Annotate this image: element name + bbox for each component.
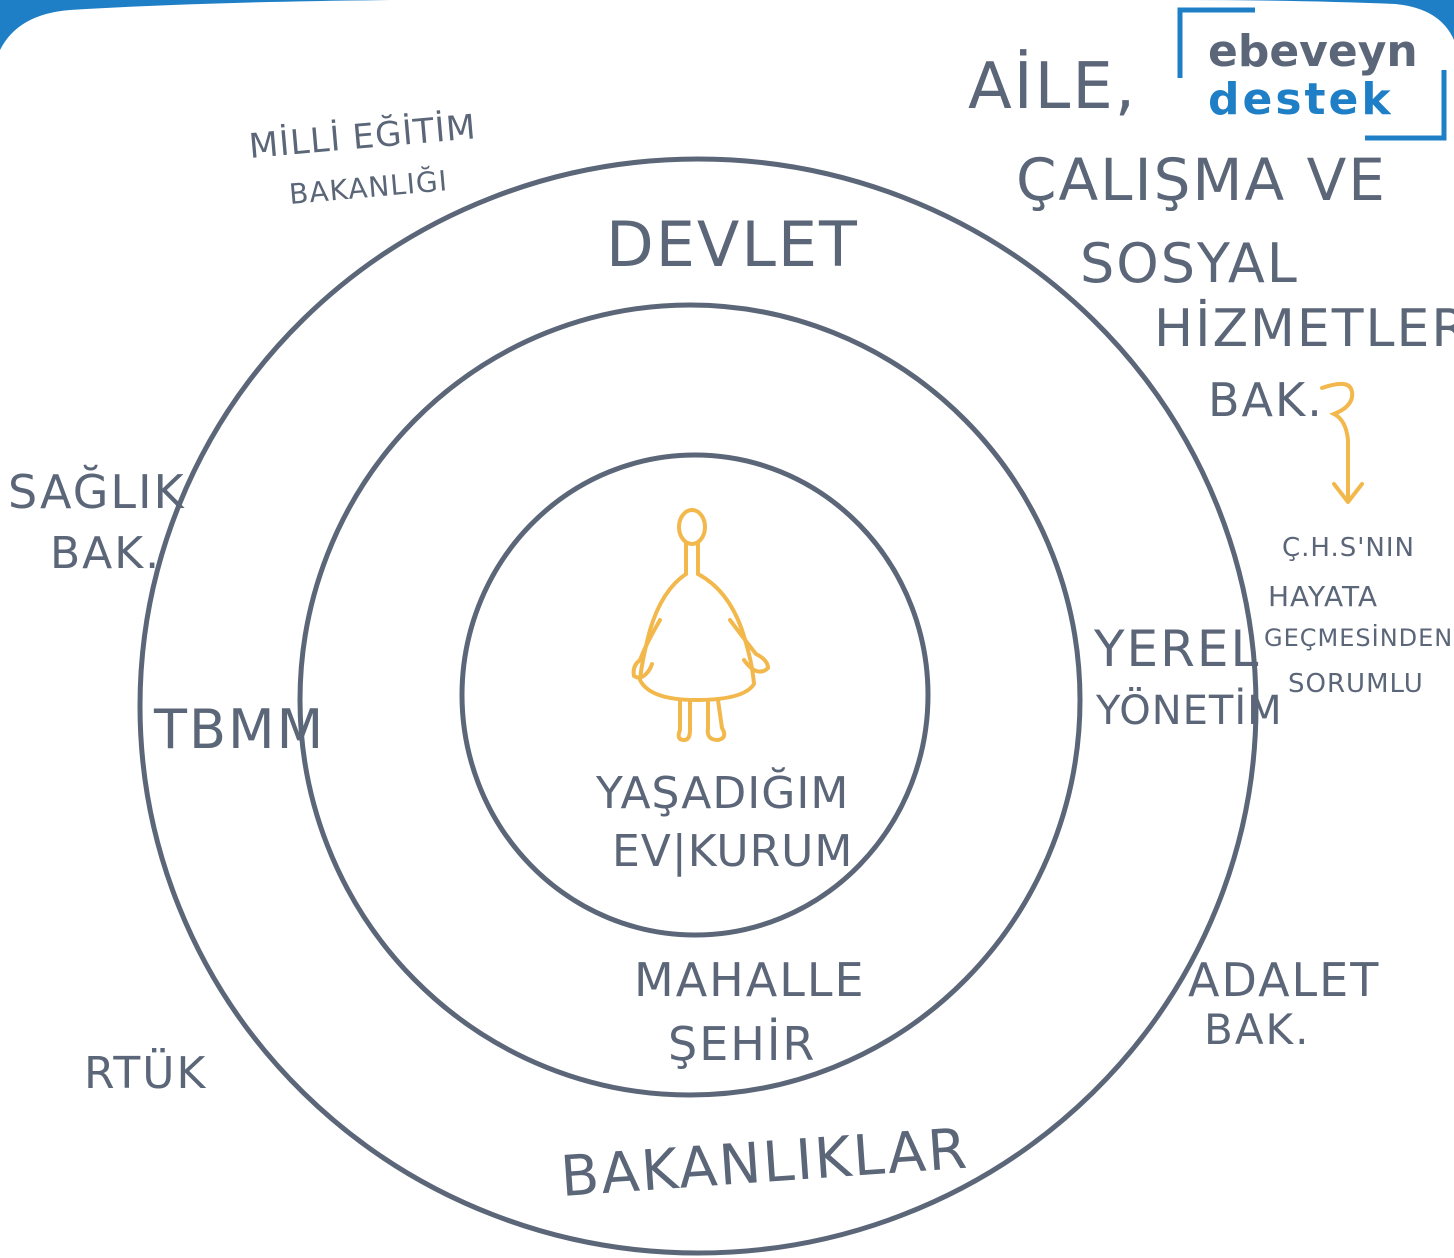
frame-top-right — [1180, 0, 1454, 40]
label-note-line2: HAYATA — [1268, 580, 1378, 613]
label-yasadigim: YAŞADIĞIM — [595, 766, 849, 819]
label-note-line1: Ç.H.S'nin — [1282, 533, 1415, 563]
frame-top-left — [0, 0, 390, 50]
label-aile-line5: BAK. — [1208, 373, 1324, 427]
label-bakanliklar: BAKANLIKLAR — [558, 1117, 970, 1210]
label-meb-line1: MİLLİ EĞİTİM — [247, 106, 478, 167]
logo-line-ebeveyn: ebeveyn — [1208, 26, 1418, 77]
label-saglik-line2: BAK. — [50, 528, 161, 579]
label-meb-line2: BAKANLIĞI — [288, 163, 450, 211]
label-yerel: YEREL — [1093, 620, 1260, 678]
label-aile-line3: SOSYAL — [1080, 232, 1299, 295]
label-tbmm: TBMM — [153, 698, 325, 761]
label-note-line4: SORUMLU — [1288, 669, 1424, 699]
middle-ring — [297, 302, 1083, 1098]
label-devlet: DEVLET — [606, 208, 859, 281]
label-rtuk: RTÜK — [84, 1047, 207, 1099]
arrow-icon — [1320, 381, 1364, 504]
label-aile-line1: AİLE, — [968, 49, 1137, 124]
inner-ring — [459, 452, 931, 938]
label-adalet-line1: ADALET — [1188, 953, 1380, 1007]
person-icon — [631, 508, 770, 742]
label-sehir: ŞEHİR — [668, 1017, 816, 1071]
label-ev-kurum: EV|KURUM — [612, 826, 853, 877]
label-saglik-line1: SAĞLIK — [8, 464, 186, 519]
label-aile-line2: ÇALIŞMA ve — [1016, 146, 1387, 214]
label-note-line3: GEÇMESİNDEN — [1264, 623, 1453, 652]
label-aile-line4: HİZMETLER — [1154, 298, 1454, 359]
label-mahalle: MAHALLE — [634, 953, 866, 1007]
logo-line-destek: destek — [1208, 74, 1394, 125]
outer-ring — [137, 156, 1259, 1256]
label-adalet-line2: BAK. — [1204, 1005, 1310, 1054]
label-yonetim: YÖNETİM — [1095, 686, 1283, 734]
ebeveyn-destek-logo: ebeveyn destek — [1177, 7, 1447, 141]
